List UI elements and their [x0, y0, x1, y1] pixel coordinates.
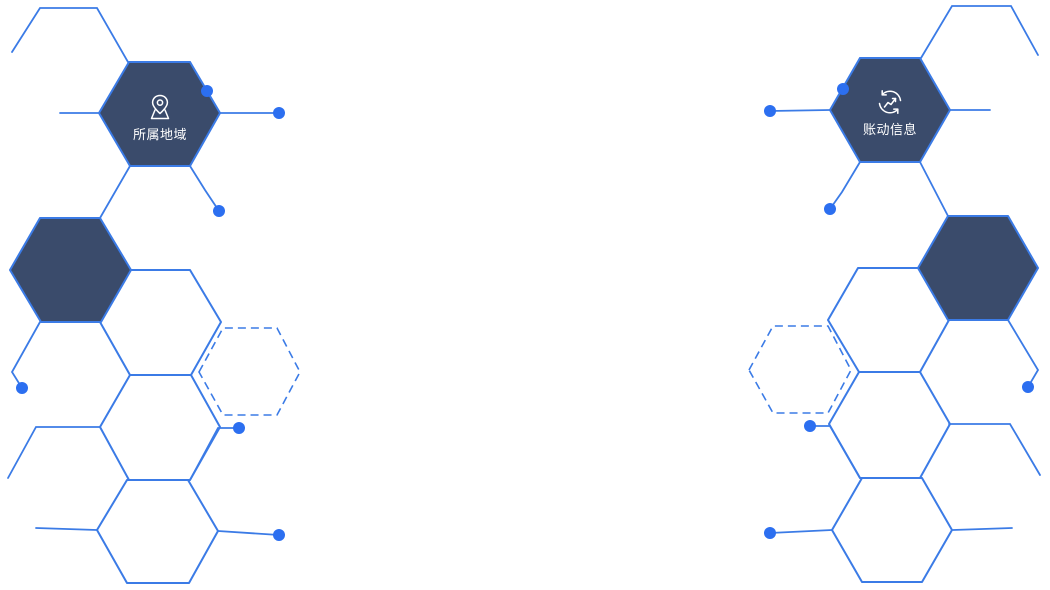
node-dot [233, 422, 245, 434]
node-dot [764, 527, 776, 539]
node-dot [273, 107, 285, 119]
feature-billing-label: 账动信息 [862, 123, 917, 138]
feature-billing[interactable]: 账动信息 [845, 81, 935, 145]
hex-cell [99, 374, 221, 481]
branch-line [952, 527, 1013, 531]
node-dot [273, 529, 285, 541]
branch-line [10, 321, 41, 389]
node-dot [764, 105, 776, 117]
branch-line [919, 161, 949, 217]
node-dot [16, 382, 28, 394]
node-dot [837, 83, 849, 95]
node-dot [201, 85, 213, 97]
hex-cell-dashed [198, 327, 301, 416]
node-dot [804, 420, 816, 432]
feature-region[interactable]: 所属地域 [115, 86, 205, 150]
branch-line [189, 165, 220, 212]
branch-line [920, 5, 1039, 59]
hex-cell-filled [917, 215, 1039, 321]
hex-cell [831, 477, 953, 583]
branch-line [769, 109, 831, 112]
node-dot [213, 205, 225, 217]
hex-cell-filled [9, 217, 132, 323]
branch-line [7, 426, 101, 479]
branch-line [769, 529, 833, 534]
branch-line [1007, 319, 1040, 388]
refresh-chart-icon [875, 87, 905, 117]
branch-line [99, 165, 131, 219]
branch-line [35, 527, 98, 531]
branch-line [11, 7, 129, 63]
hex-cell [96, 479, 219, 584]
feature-region-label: 所属地域 [132, 128, 187, 143]
branch-line [829, 161, 861, 210]
node-dot [1022, 381, 1034, 393]
node-dot [824, 203, 836, 215]
branch-line [217, 530, 280, 536]
location-pin-icon [145, 92, 175, 122]
hex-cell-filled [829, 57, 951, 163]
hex-cell-dashed [748, 325, 852, 414]
hex-cell [828, 371, 951, 479]
branch-line [948, 423, 1041, 476]
